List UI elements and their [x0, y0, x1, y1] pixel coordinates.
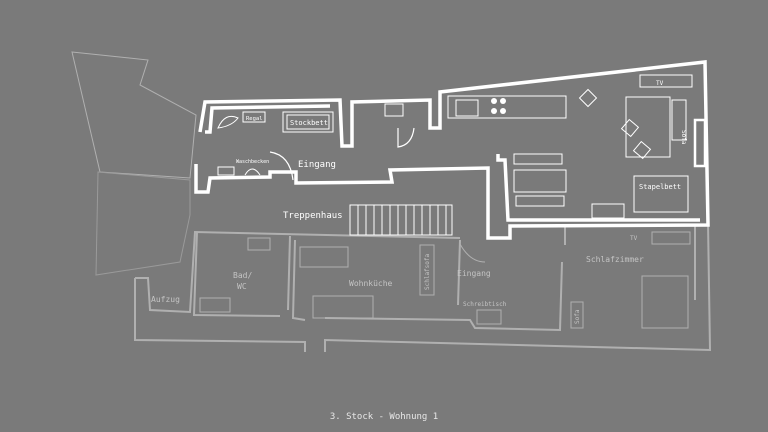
waschbecken-sink — [244, 168, 261, 176]
lower-tv-unit — [651, 231, 691, 245]
bath-door-arc — [397, 127, 415, 148]
schreibtisch-desk — [476, 309, 502, 325]
label-stockbett: Stockbett — [290, 119, 328, 127]
schlafsofa-furniture — [419, 244, 435, 296]
bed-slat-2 — [513, 169, 567, 193]
label-waschbecken: Waschbecken — [236, 159, 269, 165]
bad-bathtub — [199, 297, 231, 313]
tv-unit-upper — [639, 74, 693, 88]
upper-floor-plan — [194, 60, 710, 240]
label-sofa-lower: Sofa — [574, 309, 581, 324]
wall-window-right — [693, 118, 707, 168]
lower-bed — [641, 275, 689, 329]
diamond-table — [578, 88, 598, 108]
label-eingang-upper: Eingang — [298, 160, 336, 170]
label-schlafsofa: Schlafsofa — [424, 253, 431, 290]
bed-slat-3 — [515, 195, 565, 207]
label-tv-upper: TV — [656, 80, 664, 87]
label-wohnkueche: Wohnküche — [349, 279, 393, 288]
desk-small — [591, 203, 625, 219]
label-stapelbett: Stapelbett — [639, 183, 681, 191]
stockbett-inner — [286, 114, 330, 130]
label-schlafzimmer: Schlafzimmer — [586, 255, 644, 264]
upper-outer-wall — [194, 60, 710, 240]
stapelbett-bed — [633, 175, 689, 213]
waschbecken-counter — [217, 166, 235, 176]
bed-slat-1 — [513, 153, 563, 165]
stairs — [349, 204, 453, 236]
label-regal: Regal — [246, 116, 263, 122]
regal-shelf — [242, 111, 266, 123]
entry-door-arc — [269, 151, 294, 181]
label-wc: WC — [237, 282, 247, 291]
upper-inner-wall-1 — [205, 104, 700, 222]
armchair-1 — [620, 118, 640, 138]
plan-caption: 3. Stock - Wohnung 1 — [329, 412, 439, 422]
label-sofa-upper: Sofa — [680, 130, 687, 145]
lower-terrace-outline — [95, 171, 191, 276]
stove-icon — [491, 98, 506, 114]
terrace-outline — [71, 51, 197, 179]
sofa-upper — [671, 99, 687, 141]
wohnkueche-table — [299, 246, 349, 268]
lower-kitchen — [312, 295, 374, 319]
lower-floor-plan — [71, 51, 712, 352]
label-treppenhaus: Treppenhaus — [283, 211, 343, 221]
lower-sofa — [570, 301, 584, 329]
living-room-rug — [625, 96, 671, 158]
lower-outer-wall — [134, 221, 712, 352]
label-eingang-lower: Eingang — [457, 269, 491, 278]
armchair-2 — [632, 140, 652, 160]
stockbett-bed — [282, 111, 334, 133]
lower-inner-walls — [192, 225, 696, 332]
label-bad: Bad/ — [233, 271, 252, 280]
sink — [455, 99, 479, 117]
lower-door-arc — [459, 243, 486, 263]
label-schreibtisch: Schreibtisch — [463, 301, 507, 308]
bathroom-unit — [384, 103, 404, 117]
bad-fixture — [247, 237, 271, 251]
kitchen-counter — [447, 95, 567, 119]
round-table — [217, 115, 239, 129]
label-aufzug: Aufzug — [151, 295, 180, 304]
label-tv-lower: TV — [630, 235, 638, 242]
